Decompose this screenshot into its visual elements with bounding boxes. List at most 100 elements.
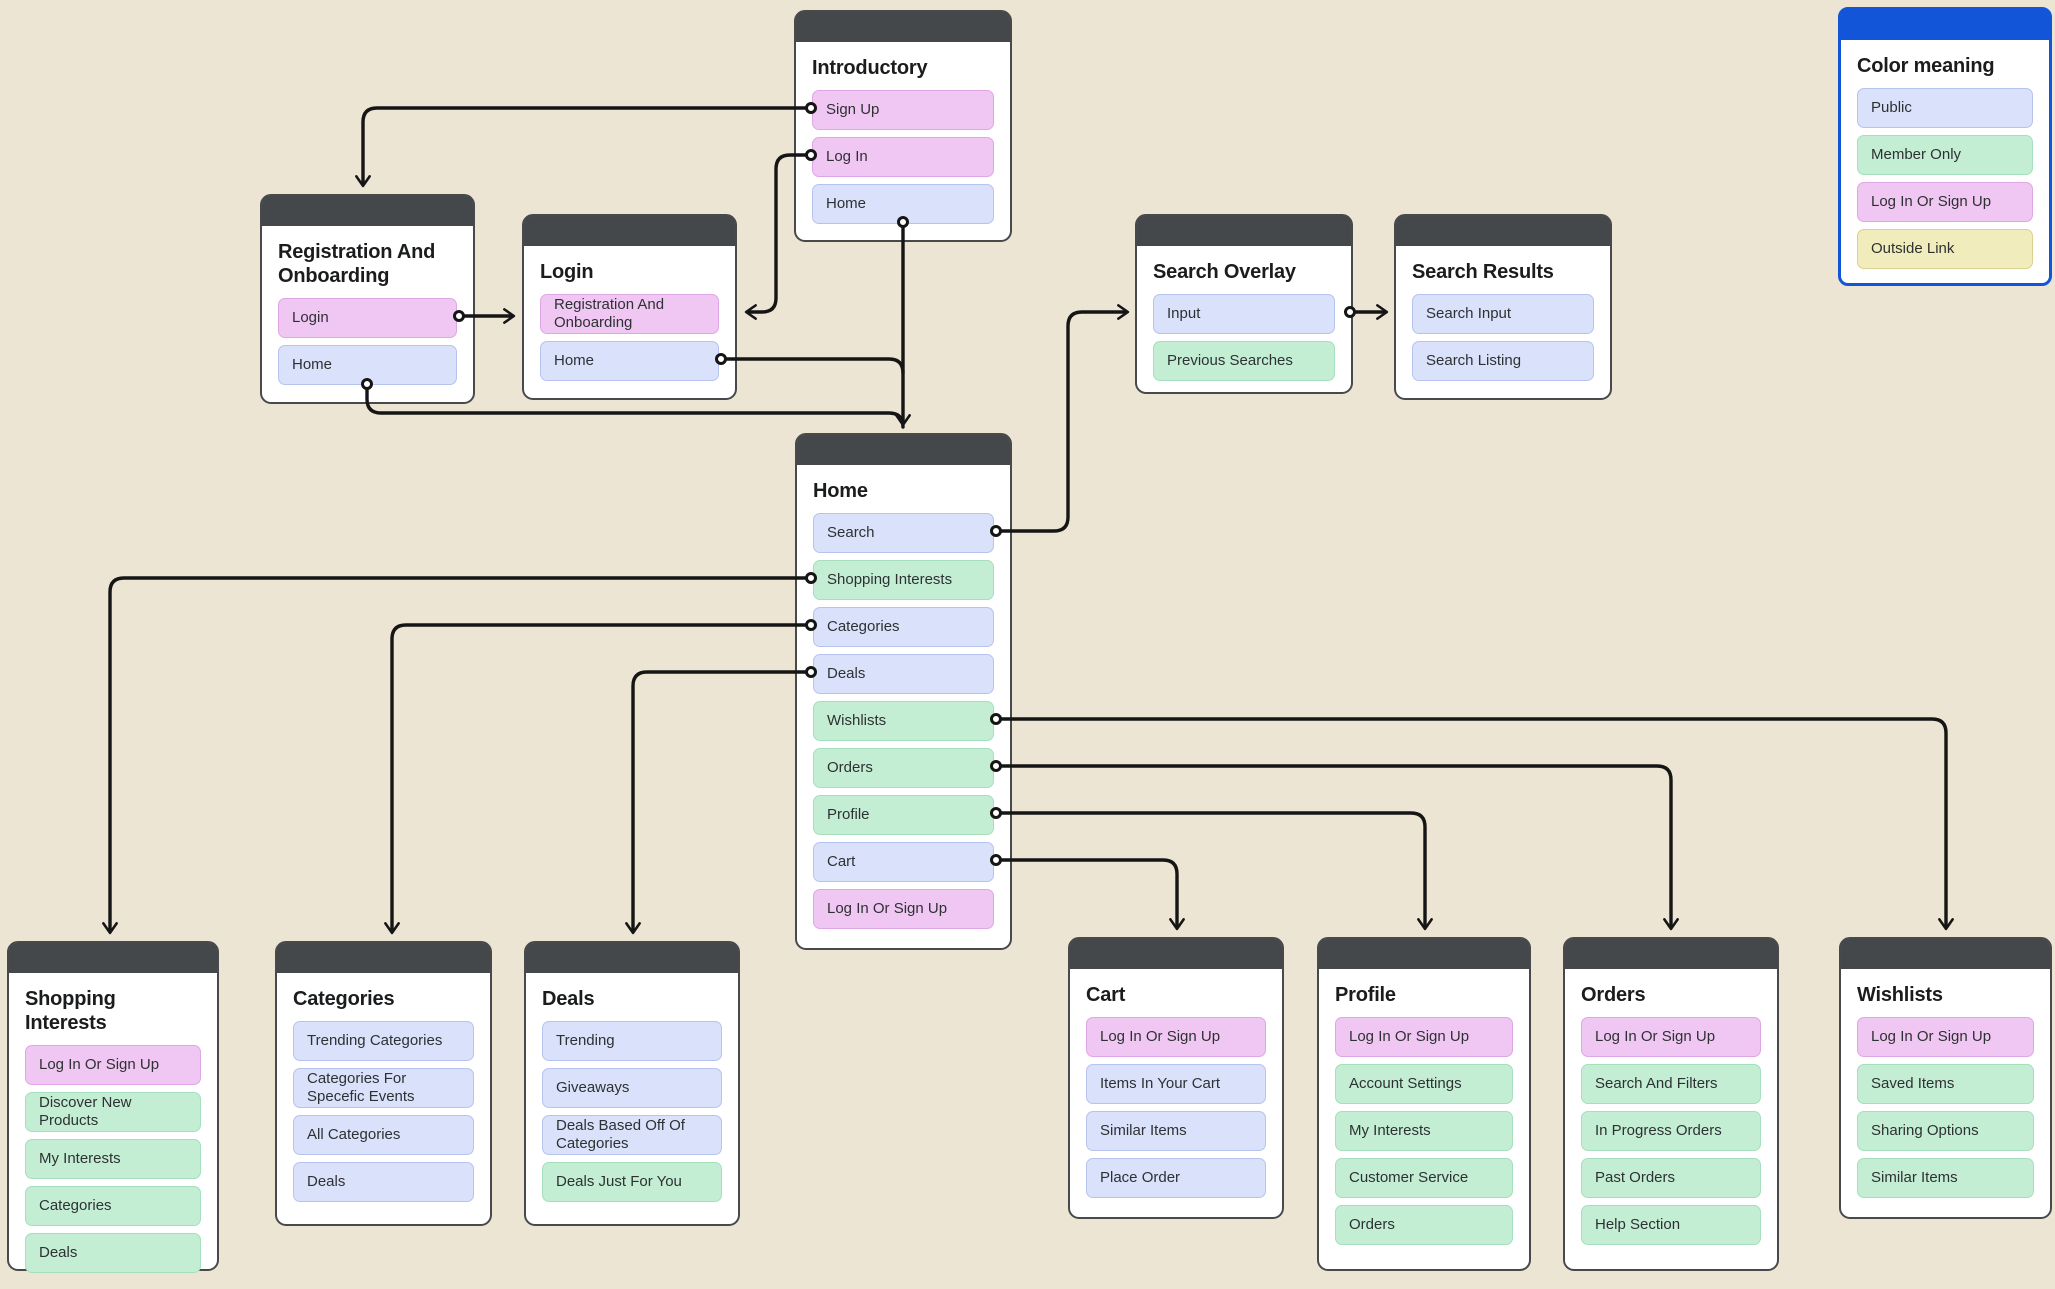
node-deals-giveaways[interactable]: Giveaways [542, 1068, 722, 1108]
node-label: Orders [827, 759, 873, 776]
node-login-home[interactable]: Home [540, 341, 719, 381]
edge-home-shopping-interests-to-shopping-interests[interactable] [102, 576, 813, 935]
node-orders-log-in-or-sign-up[interactable]: Log In Or Sign Up [1581, 1017, 1761, 1057]
node-introductory-log-in[interactable]: Log In [812, 137, 994, 177]
card-cart[interactable]: Cart Log In Or Sign Up Items In Your Cart… [1068, 937, 1284, 1219]
node-orders-search-and-filters[interactable]: Search And Filters [1581, 1064, 1761, 1104]
node-label: Home [554, 352, 595, 369]
node-shopping-interests-categories[interactable]: Categories [25, 1186, 201, 1226]
node-label: Home [826, 195, 867, 212]
card-title-login: Login [540, 261, 594, 283]
node-label: Public [1871, 99, 1912, 116]
card-rows: Sign Up Log In Home [812, 90, 994, 224]
card-header [262, 196, 473, 226]
node-wishlists-similar-items[interactable]: Similar Items [1857, 1158, 2034, 1198]
node-introductory-sign-up[interactable]: Sign Up [812, 90, 994, 130]
node-categories-trending-categories[interactable]: Trending Categories [293, 1021, 474, 1061]
node-categories-categories-for-specefic-events[interactable]: Categories For Specefic Events [293, 1068, 474, 1108]
node-search-overlay-input[interactable]: Input [1153, 294, 1335, 334]
node-home-shopping-interests[interactable]: Shopping Interests [813, 560, 994, 600]
node-label: Deals [39, 1244, 78, 1261]
edge-login-home-to-home[interactable] [719, 357, 905, 375]
node-search-results-search-listing[interactable]: Search Listing [1412, 341, 1594, 381]
node-home-wishlists[interactable]: Wishlists [813, 701, 994, 741]
node-orders-in-progress-orders[interactable]: In Progress Orders [1581, 1111, 1761, 1151]
node-cart-items-in-your-cart[interactable]: Items In Your Cart [1086, 1064, 1266, 1104]
node-label: Categories [827, 618, 900, 635]
node-categories-deals[interactable]: Deals [293, 1162, 474, 1202]
node-introductory-home[interactable]: Home [812, 184, 994, 224]
node-deals-deals-just-for-you[interactable]: Deals Just For You [542, 1162, 722, 1202]
node-home-cart[interactable]: Cart [813, 842, 994, 882]
node-shopping-interests-my-interests[interactable]: My Interests [25, 1139, 201, 1179]
node-home-orders[interactable]: Orders [813, 748, 994, 788]
node-label: Place Order [1100, 1169, 1181, 1186]
node-label: In Progress Orders [1595, 1122, 1722, 1139]
node-search-overlay-previous-searches[interactable]: Previous Searches [1153, 341, 1335, 381]
node-label: Trending [556, 1032, 615, 1049]
node-label: Registration And Onboarding [554, 296, 665, 331]
node-shopping-interests-discover-new-products[interactable]: Discover New Products [25, 1092, 201, 1132]
edge-home-profile-to-profile[interactable] [994, 811, 1433, 931]
edge-home-orders-to-orders[interactable] [994, 764, 1679, 931]
node-label: Member Only [1871, 146, 1962, 163]
node-deals-deals-based-off-of-categories[interactable]: Deals Based Off Of Categories [542, 1115, 722, 1155]
edge-home-search-to-search-overlay[interactable] [994, 304, 1130, 533]
node-label: Saved Items [1871, 1075, 1955, 1092]
node-cart-similar-items[interactable]: Similar Items [1086, 1111, 1266, 1151]
node-login-registration-and-onboarding[interactable]: Registration And Onboarding [540, 294, 719, 334]
node-cart-log-in-or-sign-up[interactable]: Log In Or Sign Up [1086, 1017, 1266, 1057]
node-orders-help-section[interactable]: Help Section [1581, 1205, 1761, 1245]
edge-home-categories-to-categories[interactable] [384, 623, 813, 935]
edge-home-wishlists-to-wishlists[interactable] [994, 717, 1954, 931]
node-orders-past-orders[interactable]: Past Orders [1581, 1158, 1761, 1198]
node-profile-orders[interactable]: Orders [1335, 1205, 1513, 1245]
node-registration-login[interactable]: Login [278, 298, 457, 338]
node-profile-customer-service[interactable]: Customer Service [1335, 1158, 1513, 1198]
edge-introductory-signup-to-registration[interactable] [355, 106, 813, 188]
node-home-profile[interactable]: Profile [813, 795, 994, 835]
node-label: Deals [307, 1173, 346, 1190]
node-registration-home[interactable]: Home [278, 345, 457, 385]
card-title-cart: Cart [1086, 984, 1126, 1006]
node-home-log-in-or-sign-up[interactable]: Log In Or Sign Up [813, 889, 994, 929]
node-home-deals[interactable]: Deals [813, 654, 994, 694]
node-wishlists-sharing-options[interactable]: Sharing Options [1857, 1111, 2034, 1151]
node-deals-trending[interactable]: Trending [542, 1021, 722, 1061]
card-header [1841, 939, 2050, 969]
edge-home-cart-to-cart[interactable] [994, 858, 1185, 931]
node-profile-log-in-or-sign-up[interactable]: Log In Or Sign Up [1335, 1017, 1513, 1057]
node-cart-place-order[interactable]: Place Order [1086, 1158, 1266, 1198]
node-label: Log In Or Sign Up [1595, 1028, 1716, 1045]
node-profile-account-settings[interactable]: Account Settings [1335, 1064, 1513, 1104]
node-shopping-interests-deals[interactable]: Deals [25, 1233, 201, 1273]
edge-home-deals-to-deals[interactable] [625, 670, 813, 935]
node-label: Trending Categories [307, 1032, 443, 1049]
node-home-search[interactable]: Search [813, 513, 994, 553]
node-shopping-interests-log-in-or-sign-up[interactable]: Log In Or Sign Up [25, 1045, 201, 1085]
node-wishlists-saved-items[interactable]: Saved Items [1857, 1064, 2034, 1104]
node-search-results-search-input[interactable]: Search Input [1412, 294, 1594, 334]
node-profile-my-interests[interactable]: My Interests [1335, 1111, 1513, 1151]
node-home-categories[interactable]: Categories [813, 607, 994, 647]
card-title-search-overlay: Search Overlay [1153, 261, 1296, 283]
node-wishlists-log-in-or-sign-up[interactable]: Log In Or Sign Up [1857, 1017, 2034, 1057]
node-categories-all-categories[interactable]: All Categories [293, 1115, 474, 1155]
